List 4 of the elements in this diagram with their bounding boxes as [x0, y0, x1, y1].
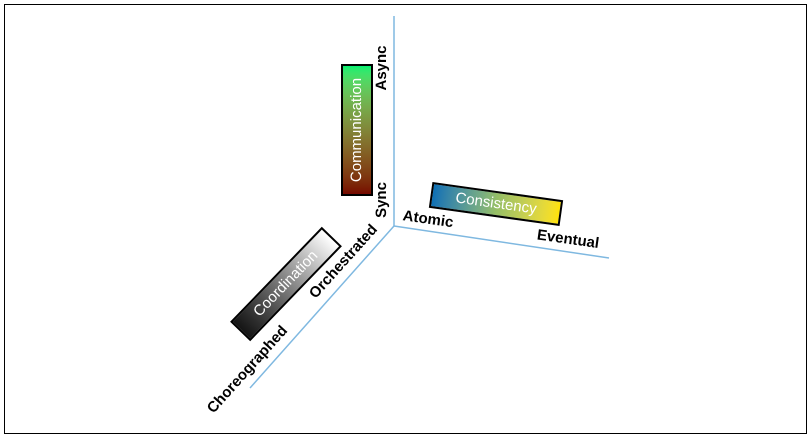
axis-label: Sync — [372, 182, 391, 218]
gradient-bar: Communication — [341, 64, 373, 196]
axis-label: Async — [372, 45, 391, 91]
axis-label: Eventual — [535, 226, 601, 254]
